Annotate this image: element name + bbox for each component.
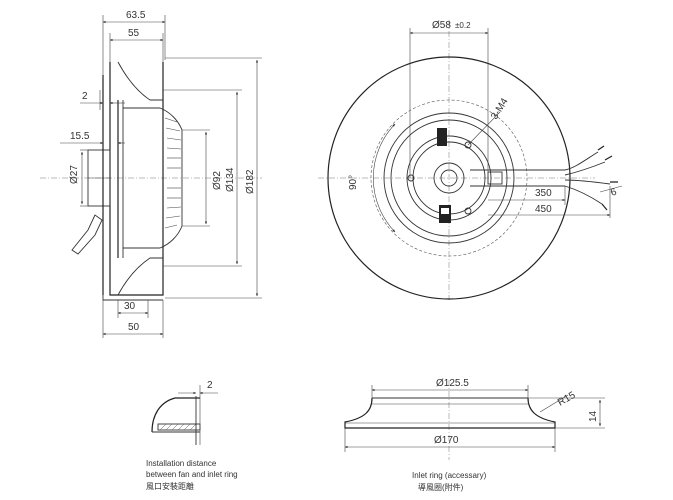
dim-d27: Ø27 [69, 165, 80, 184]
dim-3m4: 3-M4 [489, 96, 511, 122]
install-caption-cn: 風口安裝距離 [146, 481, 194, 491]
dim-14: 14 [588, 410, 599, 422]
dim-55: 55 [128, 28, 140, 39]
dim-d125-5: Ø125.5 [436, 378, 469, 389]
inlet-caption-en: Inlet ring (accessary) [412, 471, 487, 480]
install-detail: 2 Installation distance between fan and … [146, 380, 238, 491]
dim-d58: Ø58 [432, 20, 451, 31]
install-caption-en-2: between fan and inlet ring [146, 470, 238, 479]
dim-d182: Ø182 [245, 169, 256, 194]
dim-63-5: 63.5 [126, 10, 146, 21]
dim-6: 6 [609, 186, 618, 198]
dim-2-side: 2 [82, 91, 88, 102]
install-caption-en-1: Installation distance [146, 459, 217, 468]
dim-30: 30 [124, 301, 136, 312]
dim-d92: Ø92 [212, 171, 223, 190]
dim-2-install: 2 [207, 380, 213, 391]
dim-450: 450 [535, 204, 552, 215]
dim-15-5: 15.5 [70, 131, 90, 142]
dim-50: 50 [128, 322, 140, 333]
dim-r15: R15 [556, 390, 578, 409]
dim-350: 350 [535, 188, 552, 199]
dim-d134: Ø134 [225, 167, 236, 192]
front-view: 90° Ø58 ±0.2 3-M4 350 450 6 [318, 20, 623, 300]
inlet-caption-cn: 導風圈(附件) [418, 482, 464, 492]
dim-d58-tol: ±0.2 [455, 21, 471, 30]
side-view: 2 15.5 Ø27 Ø92 Ø134 Ø182 30 50 [40, 10, 262, 338]
dim-90deg: 90° [348, 175, 359, 190]
inlet-ring: Ø125.5 R15 14 Ø170 Inlet ring (accessary… [344, 378, 605, 492]
dim-d170: Ø170 [434, 435, 459, 446]
